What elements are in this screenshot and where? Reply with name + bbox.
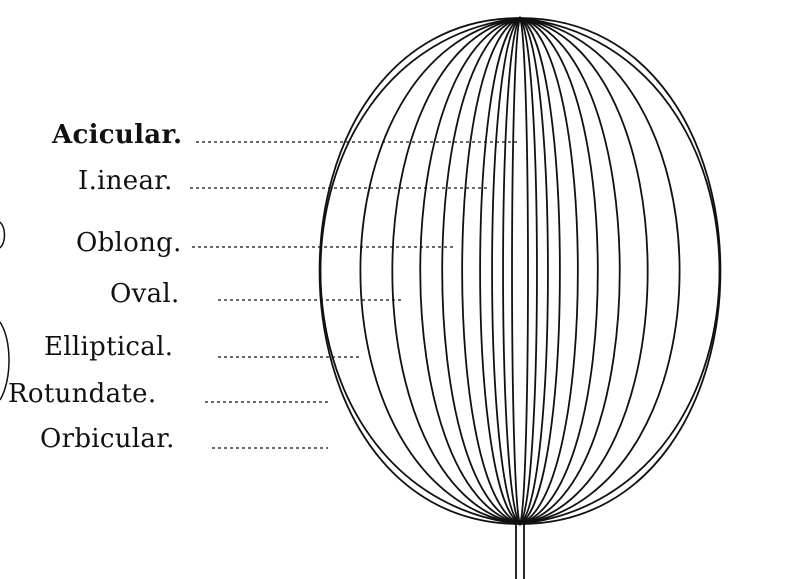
leaf-outline-9 xyxy=(360,18,679,524)
leaf-outline-7 xyxy=(420,18,620,524)
label-elliptical: Elliptical. xyxy=(44,332,173,362)
stray-arc-1 xyxy=(0,222,5,248)
label-rotundate: Rotundate. xyxy=(8,379,156,409)
leaf-outline-10 xyxy=(321,18,720,524)
leaf-outline-2 xyxy=(503,18,537,524)
label-acicular: Acicular. xyxy=(52,120,182,150)
label-oblong: Oblong. xyxy=(76,228,182,258)
label-orbicular: Orbicular. xyxy=(40,424,175,454)
leaf-outline-3 xyxy=(492,18,548,524)
leaf-outline-6 xyxy=(442,18,598,524)
label-oval: Oval. xyxy=(110,279,180,309)
leaf-outline-8 xyxy=(392,18,647,524)
label-linear: I.inear. xyxy=(78,166,173,196)
leaf-outline-1 xyxy=(512,18,528,524)
